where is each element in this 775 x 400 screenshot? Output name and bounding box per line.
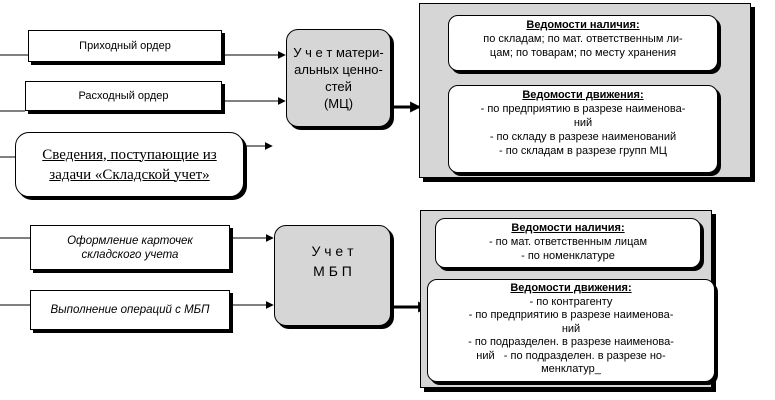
output-panel-mbp: Ведомости наличия: - по мат. ответственн…	[420, 210, 715, 388]
card-title: Ведомости движения:	[510, 282, 632, 294]
input-mbp-operations: Выполнение операций с МБП	[30, 290, 230, 330]
input-warehouse-card: Оформление карточек складского учета	[30, 225, 230, 270]
card-mc-movement: Ведомости движения: - по предприятию в р…	[448, 85, 718, 173]
card-mbp-availability: Ведомости наличия: - по мат. ответственн…	[435, 218, 701, 268]
card-mc-availability: Ведомости наличия: по складам; по мат. о…	[448, 15, 718, 71]
process-mc-label: У ч е т матери- альных ценно- стей (МЦ)	[293, 45, 384, 111]
process-mbp-label: У ч е т М Б П	[311, 243, 354, 279]
external-data-source: Сведения, поступающие из задачи «Складск…	[15, 132, 244, 197]
card-title: Ведомости движения:	[522, 89, 644, 101]
process-mc-accounting: У ч е т матери- альных ценно- стей (МЦ)	[286, 29, 391, 127]
process-mbp-accounting: У ч е т М Б П	[274, 225, 391, 326]
input-issue-order: Расходный ордер	[25, 81, 222, 111]
card-mbp-movement: Ведомости движения: - по контрагенту - п…	[427, 279, 715, 382]
output-panel-mc: Ведомости наличия: по складам; по мат. о…	[419, 3, 751, 178]
input-receipt-order: Приходный ордер	[28, 30, 222, 62]
card-title: Ведомости наличия:	[511, 222, 625, 234]
card-title: Ведомости наличия:	[526, 19, 640, 31]
